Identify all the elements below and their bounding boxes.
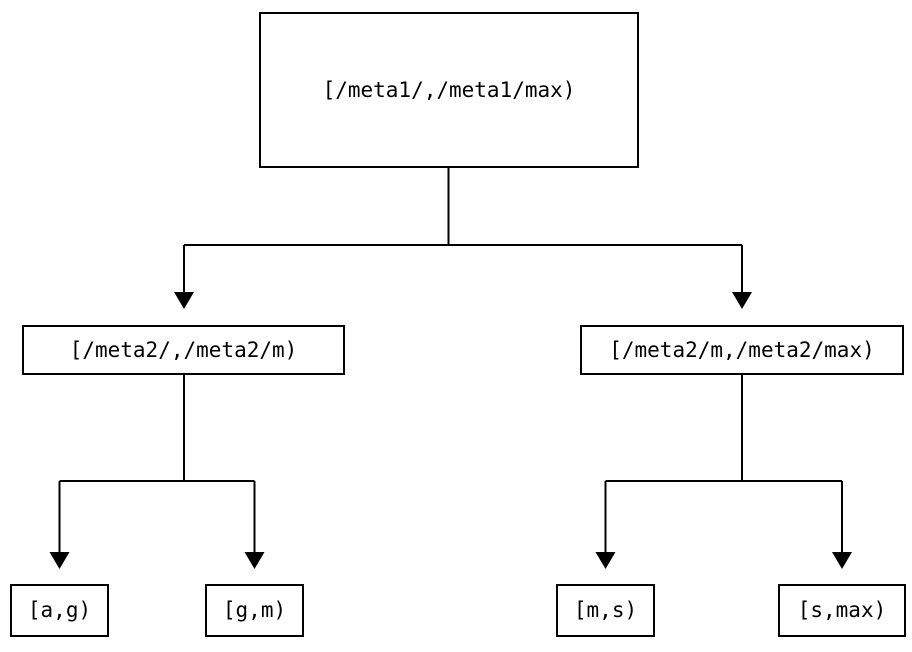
node-leaf-m-s: [m,s) bbox=[556, 584, 655, 637]
arrowhead-down-icon bbox=[732, 292, 752, 309]
arrowhead-down-icon bbox=[174, 292, 194, 309]
edge-root-to-children bbox=[174, 168, 752, 309]
arrowhead-down-icon bbox=[49, 552, 70, 569]
arrowhead-down-icon bbox=[832, 552, 852, 569]
arrowhead-down-icon bbox=[244, 552, 265, 569]
arrowhead-down-icon bbox=[595, 552, 616, 569]
node-leaf-a-g: [a,g) bbox=[10, 584, 109, 637]
node-leaf-g-m: [g,m) bbox=[205, 584, 304, 637]
node-root-meta1-range: [/meta1/,/meta1/max) bbox=[259, 12, 639, 168]
edge-right-to-leaves bbox=[595, 375, 852, 569]
node-leaf-s-max: [s,max) bbox=[778, 584, 906, 637]
node-meta2-high-range: [/meta2/m,/meta2/max) bbox=[580, 325, 904, 375]
node-meta2-low-range: [/meta2/,/meta2/m) bbox=[22, 325, 345, 375]
edge-left-to-leaves bbox=[49, 375, 265, 569]
